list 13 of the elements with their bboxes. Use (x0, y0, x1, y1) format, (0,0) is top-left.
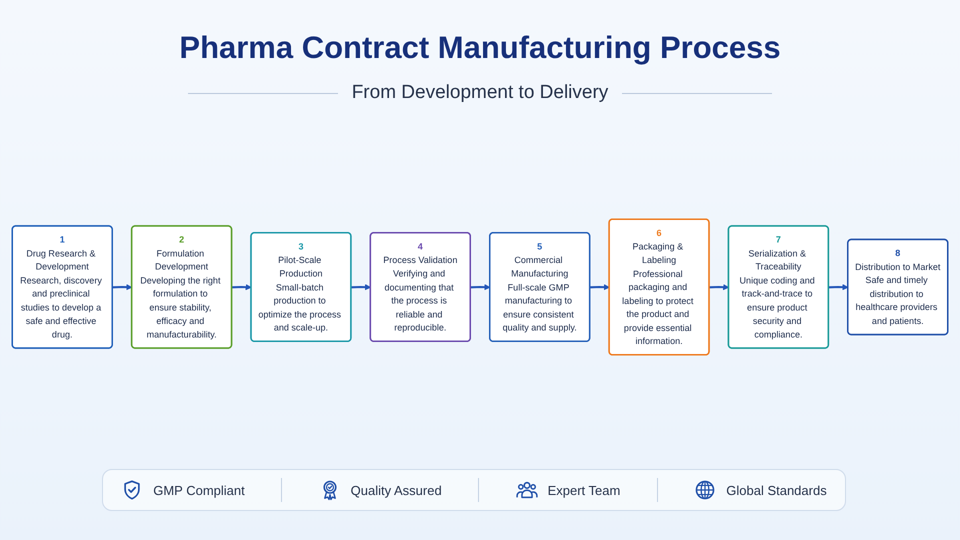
arrow (351, 284, 371, 290)
feature-label: Quality Assured (350, 482, 442, 498)
feature-label: GMP Compliant (153, 482, 245, 498)
feature-label: Global Standards (726, 482, 827, 498)
subtitle: From Development to Delivery (352, 82, 608, 104)
arrow (590, 284, 610, 290)
feature-label: Expert Team (548, 482, 620, 498)
arrow (828, 284, 848, 290)
arrow (709, 284, 730, 290)
arrow (470, 284, 490, 290)
arrow (232, 284, 252, 290)
arrow (112, 284, 132, 290)
title: Pharma Contract Manufacturing Process (179, 30, 781, 65)
